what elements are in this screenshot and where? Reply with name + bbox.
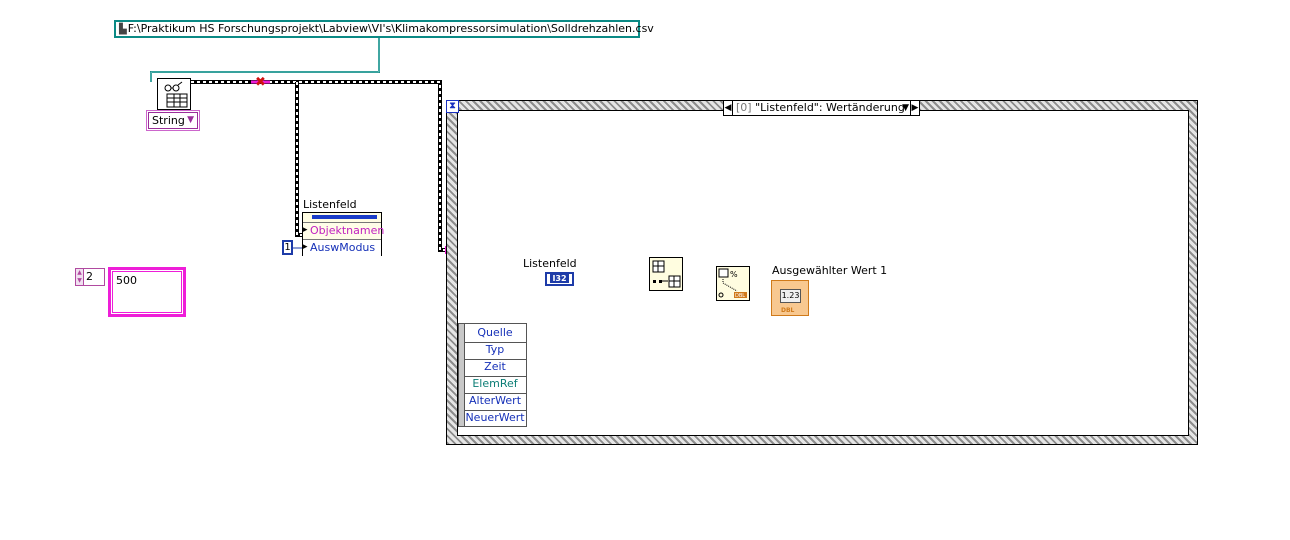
event-case-selector[interactable]: ◀ [0] "Listenfeld": Wertänderung ▼ ▶ xyxy=(723,100,920,116)
array-element-value: 500 xyxy=(116,274,137,287)
timeout-hourglass-icon[interactable]: ⧗ xyxy=(446,100,459,113)
property-objektnamen[interactable]: Objektnamen xyxy=(303,222,384,239)
svg-text:%: % xyxy=(730,270,738,279)
chevron-down-icon[interactable]: ▼ xyxy=(902,103,909,113)
property-node[interactable]: Objektnamen AuswModus xyxy=(302,212,384,256)
output-type: DBL xyxy=(781,307,795,314)
mode-constant[interactable]: 1 xyxy=(282,240,293,255)
output-value: 1.23 xyxy=(780,289,801,303)
case-selector-text: [0] "Listenfeld": Wertänderung xyxy=(736,101,905,115)
event-data-alterwert[interactable]: AlterWert xyxy=(464,393,526,411)
string-to-number-icon: % DBL xyxy=(718,268,747,299)
path-wire-inner xyxy=(150,38,380,82)
event-data-neuerwert[interactable]: NeuerWert xyxy=(465,411,525,424)
output-indicator[interactable]: 1.23 DBL xyxy=(771,280,809,316)
spinner-icon[interactable]: ▲▼ xyxy=(76,269,84,285)
case-prev-icon[interactable]: ◀ xyxy=(724,101,733,115)
output-label: Ausgewählter Wert 1 xyxy=(772,264,888,277)
case-label: "Listenfeld": Wertänderung xyxy=(755,101,905,114)
read-spreadsheet-icon xyxy=(164,81,188,108)
array-constant[interactable]: 500 xyxy=(108,267,186,317)
event-structure-frame xyxy=(457,110,1189,436)
index-array-node[interactable] xyxy=(649,257,683,291)
event-data-zeit[interactable]: Zeit xyxy=(464,359,526,377)
listbox-terminal[interactable]: I32 xyxy=(545,272,574,286)
case-index: [0] xyxy=(736,101,752,114)
listbox-label: Listenfeld xyxy=(523,257,577,270)
array-element-frame xyxy=(112,271,182,313)
listbox-type: I32 xyxy=(550,274,569,283)
property-auswmodus[interactable]: AuswModus xyxy=(303,239,381,256)
array-wire-down-dash xyxy=(296,82,302,236)
property-node-label: Listenfeld xyxy=(303,198,357,211)
event-data-elemref[interactable]: ElemRef xyxy=(464,376,526,394)
array-wire-top-dash xyxy=(191,81,446,251)
chevron-down-icon: ▼ xyxy=(187,115,194,125)
index-array-icon xyxy=(652,260,681,288)
event-data-typ[interactable]: Typ xyxy=(464,342,526,360)
array-index-value: 2 xyxy=(86,270,93,283)
broken-wire-x-top: ✖ xyxy=(255,75,266,90)
array-index-control[interactable]: ▲▼ 2 xyxy=(75,268,105,286)
event-data-quelle[interactable]: Quelle xyxy=(464,325,526,343)
type-selector[interactable]: String ▼ xyxy=(146,110,200,131)
svg-text:DBL: DBL xyxy=(735,293,745,299)
event-data-node[interactable]: Quelle Typ Zeit ElemRef AlterWert NeuerW… xyxy=(458,323,527,427)
event-data-grip[interactable] xyxy=(459,324,465,426)
case-next-icon[interactable]: ▶ xyxy=(910,101,919,115)
path-constant[interactable]: ▙F:\Praktikum HS Forschungsprojekt\Labvi… xyxy=(114,20,654,38)
type-selector-value: String xyxy=(152,114,185,127)
string-to-number-node[interactable]: % DBL xyxy=(716,266,750,301)
path-constant-value: F:\Praktikum HS Forschungsprojekt\Labvie… xyxy=(127,22,654,35)
read-spreadsheet-node[interactable] xyxy=(157,78,191,110)
path-icon: ▙ xyxy=(119,24,127,35)
